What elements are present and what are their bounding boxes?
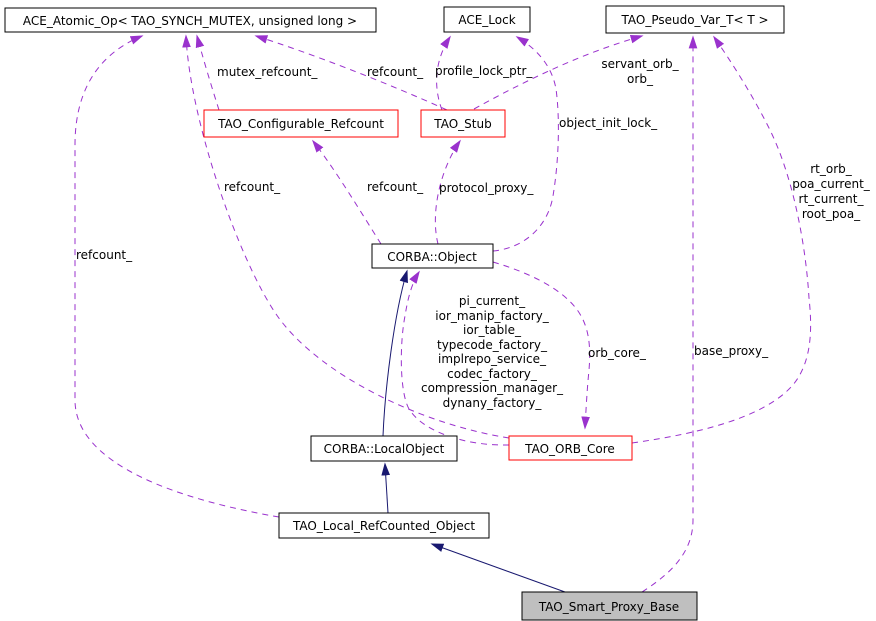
edge-label-rt-orb: rt_orb_ — [810, 162, 853, 176]
svg-text:ACE_Lock: ACE_Lock — [458, 13, 515, 27]
svg-text:ACE_Atomic_Op< TAO_SYNCH_MUTEX: ACE_Atomic_Op< TAO_SYNCH_MUTEX, unsigned… — [23, 14, 357, 28]
svg-text:TAO_Smart_Proxy_Base: TAO_Smart_Proxy_Base — [538, 600, 679, 614]
svg-text:TAO_Pseudo_Var_T< T >: TAO_Pseudo_Var_T< T > — [620, 13, 768, 27]
node-corba-localobject[interactable]: CORBA::LocalObject — [310, 435, 458, 462]
node-ace-lock[interactable]: ACE_Lock — [443, 6, 531, 33]
edge-inherit-smartproxy-refcounted — [430, 543, 566, 593]
node-tao-pseudo-var-t[interactable]: TAO_Pseudo_Var_T< T > — [605, 5, 785, 34]
edge-base-proxy — [641, 35, 698, 593]
edge-refcount-object-to-configurable — [312, 139, 382, 245]
edge-object-init-lock — [492, 36, 559, 252]
edge-refcount-localrefcounted-to-atomicop — [74, 35, 280, 518]
edge-label-refcount-stub: refcount_ — [367, 65, 424, 79]
edge-rt-orb-group — [631, 35, 812, 444]
node-tao-configurable-refcount[interactable]: TAO_Configurable_Refcount — [203, 109, 399, 138]
edge-refcount-stub-to-atomicop — [254, 35, 448, 111]
edge-label-poa-current: poa_current_ — [792, 177, 871, 191]
svg-text:CORBA::Object: CORBA::Object — [387, 250, 477, 264]
edge-servant-orb — [473, 34, 644, 110]
node-corba-object[interactable]: CORBA::Object — [371, 243, 494, 269]
node-tao-local-refcounted-object[interactable]: TAO_Local_RefCounted_Object — [278, 512, 490, 539]
edge-label-ior-table: ior_table_ — [463, 323, 522, 337]
edge-label-root-poa: root_poa_ — [802, 207, 861, 221]
edge-label-refcount-local: refcount_ — [76, 248, 133, 262]
node-tao-orb-core[interactable]: TAO_ORB_Core — [508, 435, 633, 461]
edge-label-base-proxy: base_proxy_ — [694, 344, 769, 358]
edge-label-refcount-orbcore: refcount_ — [224, 180, 281, 194]
edge-pi-current-group — [400, 270, 510, 446]
svg-text:CORBA::LocalObject: CORBA::LocalObject — [324, 442, 445, 456]
edge-inherit-localobject-object — [382, 269, 408, 437]
svg-text:TAO_Stub: TAO_Stub — [433, 117, 491, 131]
edge-label-protocol-proxy: protocol_proxy_ — [439, 181, 534, 195]
edge-label-orb-core: orb_core_ — [588, 346, 647, 360]
edge-label-refcount-object: refcount_ — [367, 180, 424, 194]
edge-profile-lock-ptr — [436, 35, 451, 111]
edge-orb-core — [492, 261, 591, 430]
edge-label-implrepo-service: implrepo_service_ — [438, 352, 547, 366]
edge-label-servant-orb-line1: servant_orb_ — [601, 57, 679, 71]
node-tao-smart-proxy-base[interactable]: TAO_Smart_Proxy_Base — [521, 591, 698, 621]
node-tao-stub[interactable]: TAO_Stub — [420, 109, 506, 138]
edge-label-servant-orb-line2: orb_ — [627, 72, 654, 86]
edge-label-mutex-refcount: mutex_refcount_ — [217, 65, 318, 79]
edge-label-ior-manip-factory: ior_manip_factory_ — [435, 309, 549, 323]
svg-text:TAO_Configurable_Refcount: TAO_Configurable_Refcount — [217, 117, 384, 131]
edge-label-object-init-lock: object_init_lock_ — [559, 116, 658, 130]
edge-label-compression-manager: compression_manager_ — [421, 381, 564, 395]
svg-text:TAO_ORB_Core: TAO_ORB_Core — [524, 442, 615, 456]
edge-label-rt-current: rt_current_ — [799, 192, 865, 206]
node-ace-atomic-op[interactable]: ACE_Atomic_Op< TAO_SYNCH_MUTEX, unsigned… — [4, 7, 377, 33]
svg-text:TAO_Local_RefCounted_Object: TAO_Local_RefCounted_Object — [292, 519, 475, 533]
edge-mutex-refcount — [195, 34, 220, 111]
edge-label-codec-factory: codec_factory_ — [447, 367, 538, 381]
edge-label-typecode-factory: typecode_factory_ — [437, 338, 548, 352]
edge-label-dynany-factory: dynany_factory_ — [443, 396, 543, 410]
edge-refcount-orbcore-to-atomicop — [182, 34, 510, 439]
edge-label-pi-current: pi_current_ — [459, 294, 526, 308]
edge-label-profile-lock-ptr: profile_lock_ptr_ — [435, 64, 533, 78]
edge-inherit-refcounted-localobject — [381, 462, 391, 514]
